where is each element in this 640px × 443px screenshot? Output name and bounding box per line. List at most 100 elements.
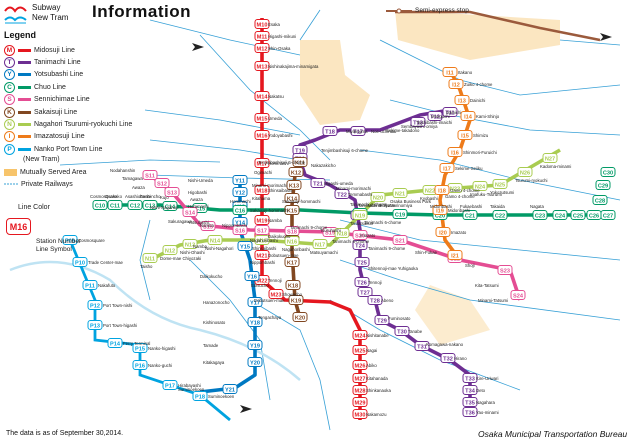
station-number-badge[interactable] [254,91,270,101]
station-number-badge[interactable] [254,158,270,168]
station-name[interactable]: Yokozutsumi [490,190,514,195]
station-name[interactable]: Port Town-higashi [103,323,137,328]
station-name[interactable]: Asashiobashi [125,194,151,199]
station-name[interactable]: Hommachi [188,204,209,209]
station-number-badge[interactable] [87,300,103,310]
station-name[interactable]: Midoribashi [430,204,452,209]
station-name[interactable]: Nakazakicho [311,163,336,168]
station-name[interactable]: Kadoma-minami [540,164,571,169]
station-number-badge[interactable] [164,187,180,197]
station-name[interactable]: Fuminosato [388,316,411,321]
station-name[interactable]: Daikokucho [200,274,223,279]
station-number-badge[interactable] [462,407,478,417]
station-number-badge[interactable] [312,239,328,249]
station-name[interactable]: Temmabashi [348,192,372,197]
station-name[interactable]: Takaida [490,204,505,209]
station-number-badge[interactable] [352,210,368,220]
station-number-badge[interactable] [62,235,78,245]
station-name[interactable]: Taisho [140,264,153,269]
station-name[interactable]: Sembayashi-omiya [401,124,438,129]
station-name[interactable]: Miyakojima [346,129,368,134]
station-name[interactable]: Tenjimbashisuji 6-chome [321,148,369,153]
station-number-badge[interactable] [350,126,366,136]
station-number-badge[interactable] [247,357,263,367]
station-name[interactable]: Showacho [282,292,303,297]
station-number-badge[interactable] [254,225,270,235]
station-name[interactable]: Moriguchi [431,114,450,119]
station-number-badge[interactable] [472,181,488,191]
station-name[interactable]: Nishi-Nagahori [205,246,233,251]
station-name[interactable]: Komagawa-nakano [426,342,464,347]
station-name[interactable]: Shinmori-Furuichi [463,150,497,155]
station-number-badge[interactable] [447,147,463,157]
station-number-badge[interactable] [254,215,270,225]
station-number-badge[interactable] [352,397,368,407]
station-number-badge[interactable] [334,228,350,238]
station-number-badge[interactable] [352,240,368,250]
station-number-badge[interactable] [440,353,456,363]
station-name[interactable]: Minami-morimachi [336,186,371,191]
station-name[interactable]: Dome-mae Chiyozaki [160,256,201,261]
station-number-badge[interactable] [292,157,308,167]
station-name[interactable]: Nagahoribashi [250,238,278,243]
station-name[interactable]: Deto [476,388,486,393]
station-name[interactable]: Port Town-nishi [103,303,132,308]
station-name[interactable]: Osaka Business Park [390,199,432,204]
station-number-badge[interactable] [447,250,463,260]
station-number-badge[interactable] [247,340,263,350]
station-name[interactable]: Kyobashi [420,196,438,201]
station-name[interactable]: Tamade [203,343,219,348]
station-name[interactable]: Nagata [530,204,544,209]
station-name[interactable]: Tanimachi 4-chome [350,202,388,207]
station-number-badge[interactable] [284,236,300,246]
station-name[interactable]: Suminoekoen [208,394,235,399]
station-name[interactable]: Awaza [132,185,145,190]
station-number-badge[interactable] [322,126,338,136]
station-number-badge[interactable] [352,230,368,240]
station-name[interactable]: Tennoji [368,280,382,285]
station-number-badge[interactable] [435,227,451,237]
station-number-badge[interactable] [352,360,368,370]
station-number-badge[interactable] [82,280,98,290]
station-number-badge[interactable] [200,221,216,231]
station-name[interactable]: Nippombashi [222,223,247,228]
station-name[interactable]: Shitennoji-mae Yuhigaoka [368,266,418,271]
station-number-badge[interactable] [254,130,270,140]
station-number-badge[interactable] [497,265,513,275]
station-number-badge[interactable] [352,409,368,419]
station-number-badge[interactable] [592,195,608,205]
station-name[interactable]: Shoji [465,263,475,268]
station-name[interactable]: Higashi-umeda [324,181,354,186]
station-name[interactable]: Higobashi [188,190,207,195]
station-number-badge[interactable] [334,189,350,199]
station-number-badge[interactable] [288,167,304,177]
station-number-badge[interactable] [127,200,143,210]
station-name[interactable]: Nagai [366,348,377,353]
station-name[interactable]: Ferry Terminal [123,341,150,346]
station-name[interactable]: Suminoekoen [178,387,205,392]
station-name[interactable]: Hommachi [268,161,289,166]
station-name[interactable]: Tanimachi 6-chome [364,220,402,225]
station-number-badge[interactable] [284,193,300,203]
station-name[interactable]: Sakuragawa [168,219,192,224]
station-name[interactable]: Gamo 4-chome [445,194,475,199]
station-name[interactable]: Ogimachi [254,170,272,175]
station-name[interactable]: Abeno [381,298,394,303]
station-number-badge[interactable] [232,175,248,185]
station-number-badge[interactable] [268,289,284,299]
station-name[interactable]: Kire-Uriwari [476,376,498,381]
station-number-badge[interactable] [442,67,458,77]
station-number-badge[interactable] [354,277,370,287]
station-name[interactable]: Osakako [105,194,123,199]
station-number-badge[interactable] [462,210,478,220]
station-name[interactable]: Noe-uchindai [371,129,396,134]
station-number-badge[interactable] [247,317,263,327]
station-name[interactable]: Cosmosquare [90,194,117,199]
station-name[interactable]: Fukaebashi [460,204,482,209]
station-name[interactable]: Kitahanada [366,376,388,381]
station-number-badge[interactable] [254,19,270,29]
station-name[interactable]: Taishibashi-imaichi [416,120,452,125]
station-name[interactable]: Shimizu [473,133,489,138]
station-number-badge[interactable] [254,235,270,245]
station-number-badge[interactable] [462,373,478,383]
